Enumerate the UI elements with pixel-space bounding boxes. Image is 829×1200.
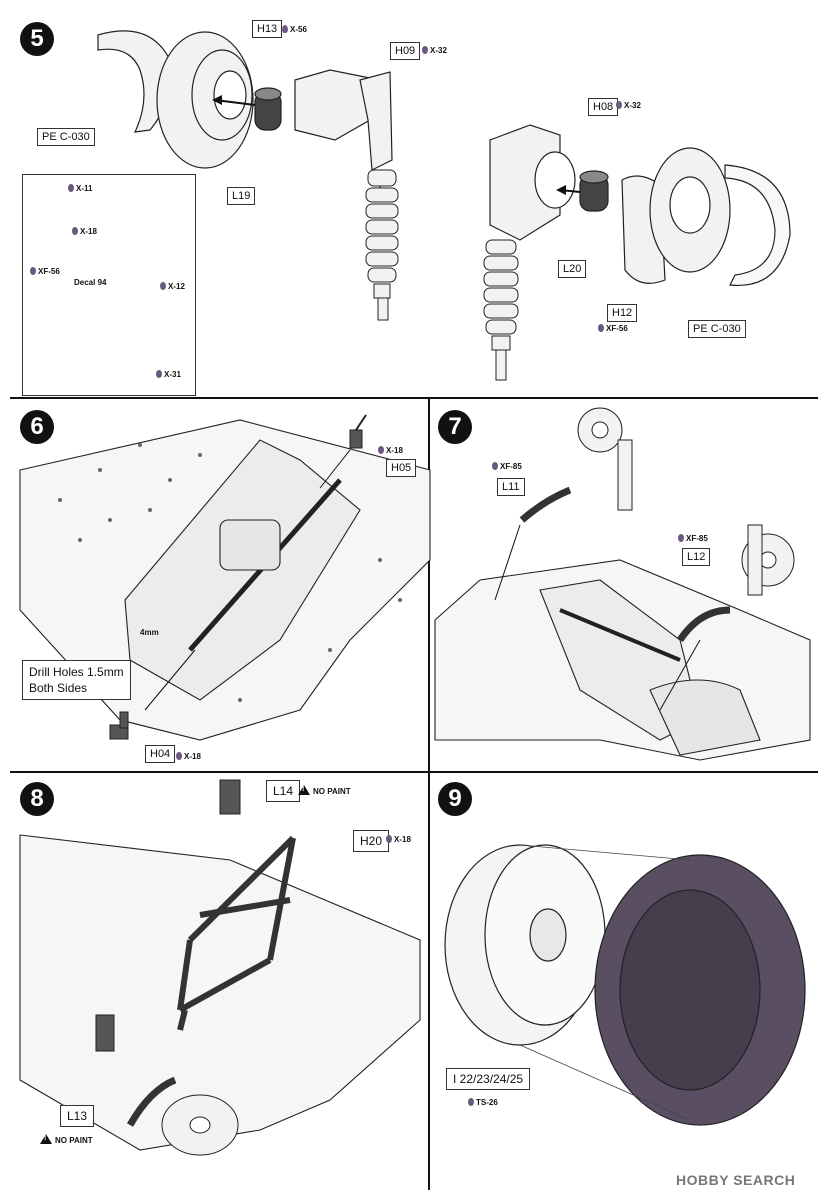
paint-x32-left: X-32 [422, 46, 447, 55]
step7-strut-right [741, 524, 795, 596]
part-label-l20: L20 [558, 260, 587, 278]
inset-paint-x31: X-31 [156, 370, 181, 379]
part-label-pe-c030-left: PE C-030 [37, 128, 95, 146]
step6-hole-dots [58, 443, 402, 702]
warning-no-paint-top: NO PAINT [298, 785, 351, 796]
part-label-h08: H08 [588, 98, 619, 116]
step5-left-spring [365, 169, 399, 321]
inset-paint-x11: X-11 [68, 184, 92, 193]
hobby-search-watermark: HOBBY SEARCH [676, 1172, 796, 1188]
paint-drop-icon [468, 1098, 474, 1106]
detail-inset [22, 174, 196, 396]
paint-x18-h05: X-18 [378, 446, 403, 455]
paint-x32-right: X-32 [616, 101, 641, 110]
paint-ts26: TS-26 [468, 1098, 498, 1107]
part-label-h12: H12 [607, 304, 638, 322]
step8-roll-frame [177, 835, 296, 1031]
inset-paint-xf56: XF-56 [30, 267, 60, 276]
part-label-l11: L11 [497, 478, 525, 496]
part-label-pe-c030-right: PE C-030 [688, 320, 746, 338]
part-label-l12: L12 [682, 548, 711, 566]
step5-right-spring [483, 239, 519, 381]
part-label-l13: L13 [60, 1105, 95, 1127]
part-label-h05: H05 [386, 459, 417, 477]
paint-drop-icon [616, 101, 622, 109]
step6-bracket-bottom [109, 711, 129, 740]
l12-hose [677, 606, 731, 643]
warning-no-paint-bottom: NO PAINT [40, 1134, 93, 1145]
warning-icon [40, 1134, 52, 1144]
paint-drop-icon [378, 446, 384, 454]
drill-note-line2: Both Sides [29, 681, 88, 695]
warning-icon [298, 785, 310, 795]
part-label-wheel: I 22/23/24/25 [446, 1068, 531, 1090]
part-label-l14: L14 [266, 780, 301, 802]
paint-xf85-l11: XF-85 [492, 462, 522, 471]
step5-left-brake [97, 30, 393, 201]
step9-tire [594, 854, 806, 1126]
part-label-l19: L19 [227, 187, 256, 205]
paint-drop-icon [176, 752, 182, 760]
step8-rear-disc [126, 1076, 239, 1156]
paint-drop-icon [72, 227, 78, 235]
step7-strut-top [577, 407, 633, 511]
paint-x56: X-56 [282, 25, 307, 34]
inset-paint-x12: X-12 [160, 282, 185, 291]
step5-right-brake [489, 124, 791, 286]
paint-drop-icon [282, 25, 288, 33]
paint-drop-icon [160, 282, 166, 290]
step-number-9: 9 [438, 782, 472, 816]
part-label-h04: H04 [145, 745, 176, 763]
step-number-7: 7 [438, 410, 472, 444]
dimension-4mm: 4mm [140, 628, 159, 637]
paint-xf56: XF-56 [598, 324, 628, 333]
step9-wheel [444, 844, 606, 1046]
paint-drop-icon [68, 184, 74, 192]
step8-chassis [19, 834, 421, 1151]
step8-panels [95, 779, 241, 1052]
step-number-5: 5 [20, 22, 54, 56]
drill-holes-note: Drill Holes 1.5mm Both Sides [22, 660, 131, 700]
step-number-6: 6 [20, 410, 54, 444]
part-label-h13: H13 [252, 20, 283, 38]
step-number-8: 8 [20, 782, 54, 816]
paint-drop-icon [422, 46, 428, 54]
paint-drop-icon [492, 462, 498, 470]
paint-x18-h20: X-18 [386, 835, 411, 844]
paint-x18-h04: X-18 [176, 752, 201, 761]
inset-paint-x18: X-18 [72, 227, 97, 236]
step6-bracket-top [349, 414, 367, 449]
paint-drop-icon [598, 324, 604, 332]
drill-note-line1: Drill Holes 1.5mm [29, 665, 124, 679]
l11-hose [519, 486, 572, 523]
paint-xf85-l12: XF-85 [678, 534, 708, 543]
paint-drop-icon [678, 534, 684, 542]
paint-drop-icon [30, 267, 36, 275]
part-label-h09: H09 [390, 42, 421, 60]
paint-drop-icon [156, 370, 162, 378]
part-label-h20: H20 [353, 830, 390, 852]
paint-drop-icon [386, 835, 392, 843]
inset-decal-94: Decal 94 [74, 278, 107, 287]
